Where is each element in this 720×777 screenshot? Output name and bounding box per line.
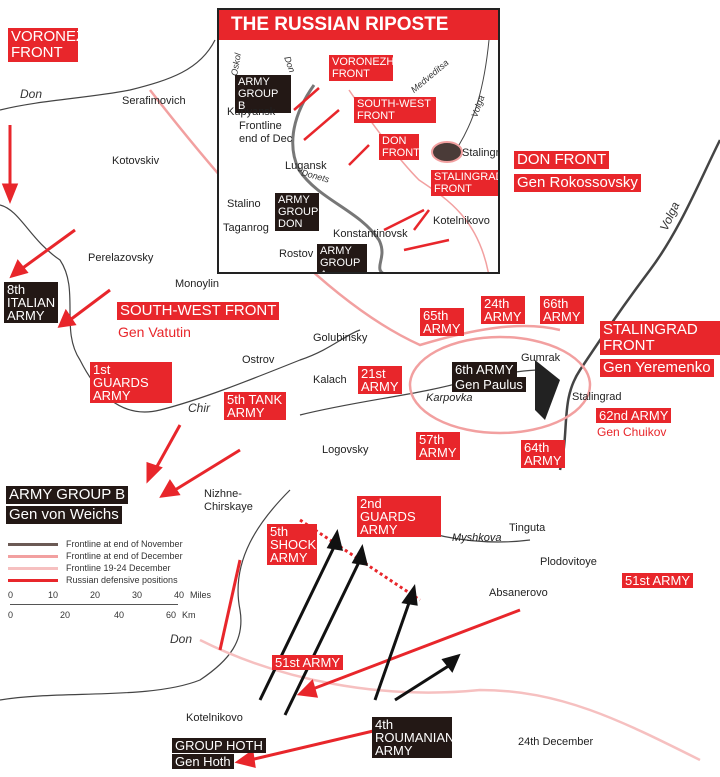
axis-army-group-b: ARMY GROUP B [6, 486, 129, 504]
inset-place-kotelnikovo: Kotelnikovo [433, 215, 490, 227]
army-64th: 64th ARMY [521, 440, 565, 468]
frontline-november [535, 360, 560, 420]
axis-4th-roumanian: 4th ROUMANIAN ARMY [372, 717, 454, 758]
frontline-december [149, 89, 561, 347]
inset-place-stalino: Stalino [227, 198, 261, 210]
label-24th-december: 24th December [518, 736, 594, 748]
place-tinguta: Tinguta [509, 522, 546, 534]
army-5th-shock: 5th SHOCK ARMY [267, 524, 317, 565]
inset-place-taganrog: Taganrog [223, 222, 269, 234]
axis-army-group-b-general: Gen von Weichs [6, 506, 122, 524]
army-57th: 57th ARMY [416, 432, 460, 460]
army-5th-tank: 5th TANK ARMY [224, 392, 286, 420]
place-logovsky: Logovsky [322, 444, 369, 456]
army-65th: 65th ARMY [420, 308, 464, 336]
place-kalach: Kalach [313, 374, 347, 386]
inset-place-stalingrad: Stalingrad [462, 147, 500, 159]
legend-item: Frontline at end of December [8, 550, 228, 562]
front-don-general: Gen Rokossovsky [514, 174, 641, 192]
inset-army-group-a: ARMY GROUP A [317, 244, 367, 272]
inset-place-konstantinovsk: Konstantinovsk [333, 228, 408, 240]
inset-map: THE RUSSIAN RIPOSTE Oskol Don Medveditsa… [217, 8, 500, 274]
place-nizhne-chirskaye: Nizhne- Chirskaye [204, 488, 253, 513]
front-don: DON FRONT [514, 151, 610, 169]
axis-group-hoth: GROUP HOTH [172, 738, 266, 753]
river-label-chir: Chir [188, 401, 211, 415]
inset-front-voronezh: VORONEZH FRONT [329, 55, 394, 81]
inset-place-rostov: Rostov [279, 248, 314, 260]
inset-army-group-don: ARMY GROUP DON [275, 193, 319, 231]
army-1st-guards: 1st GUARDS ARMY [90, 362, 172, 403]
inset-title: THE RUSSIAN RIPOSTE [219, 10, 498, 40]
legend-item: Frontline 19-24 December [8, 562, 228, 574]
legend-item: Russian defensive positions [8, 574, 228, 586]
inset-front-southwest: SOUTH-WEST FRONT [354, 97, 436, 123]
front-southwest: SOUTH-WEST FRONT [117, 302, 280, 320]
front-voronezh: VORONEZH FRONT [8, 28, 96, 62]
axis-6th-army-general: Gen Paulus [452, 377, 526, 392]
front-southwest-general: Gen Vatutin [118, 324, 191, 340]
german-arrows [258, 529, 461, 716]
encirclement [408, 335, 592, 435]
soviet-arrows [1, 125, 521, 768]
inset-army-group-b: ARMY GROUP B [235, 75, 291, 113]
army-51st-east: 51st ARMY [622, 573, 694, 588]
legend-item: Frontline at end of November [8, 538, 228, 550]
place-gumrak: Gumrak [521, 352, 561, 364]
army-62nd-general: Gen Chuikov [597, 425, 667, 439]
axis-group-hoth-general: Gen Hoth [172, 754, 234, 769]
inset-front-stalingrad: STALINGRAD FRONT [431, 170, 498, 196]
place-perelazovsky: Perelazovsky [88, 252, 154, 264]
army-62nd: 62nd ARMY [596, 408, 672, 423]
place-stalingrad: Stalingrad [572, 391, 622, 403]
inset-front-don: DON FRONT [379, 134, 420, 160]
army-66th: 66th ARMY [540, 296, 584, 324]
army-51st-west: 51st ARMY [272, 655, 344, 670]
place-myshkova: Myshkova [452, 532, 502, 544]
place-plodovitoye: Plodovitoye [540, 556, 597, 568]
place-kotovskiv: Kotovskiv [112, 155, 160, 167]
place-ostrov: Ostrov [242, 354, 275, 366]
river-volga [558, 139, 720, 471]
place-kotelnikovo: Kotelnikovo [186, 712, 243, 724]
front-stalingrad: STALINGRAD FRONT [600, 321, 720, 355]
river-label-don: Don [20, 87, 43, 101]
army-2nd-guards: 2nd GUARDS ARMY [357, 496, 441, 537]
river-label-don-south: Don [170, 632, 193, 646]
axis-6th-army: 6th ARMY [452, 362, 517, 377]
place-absanerovo: Absanerovo [489, 587, 548, 599]
place-monoylin: Monoylin [175, 278, 220, 290]
scale-bar: 0 10 20 30 40 Miles 0 20 40 60 Km [8, 590, 212, 620]
army-24th: 24th ARMY [481, 296, 525, 324]
army-21st: 21st ARMY [358, 366, 402, 394]
place-serafimovich: Serafimovich [122, 95, 186, 107]
axis-8th-italian: 8th ITALIAN ARMY [4, 282, 58, 323]
inset-place-lugansk: Lugansk [285, 160, 327, 172]
inset-place-kupyansk: Kupyansk [227, 106, 276, 118]
river-don-south [0, 489, 291, 701]
legend: Frontline at end of November Frontline a… [8, 538, 228, 626]
front-stalingrad-general: Gen Yeremenko [600, 359, 714, 377]
place-golubinsky: Golubinsky [313, 332, 368, 344]
inset-label-frontline: Frontline end of Dec [239, 120, 293, 145]
place-karpovka: Karpovka [426, 392, 473, 404]
